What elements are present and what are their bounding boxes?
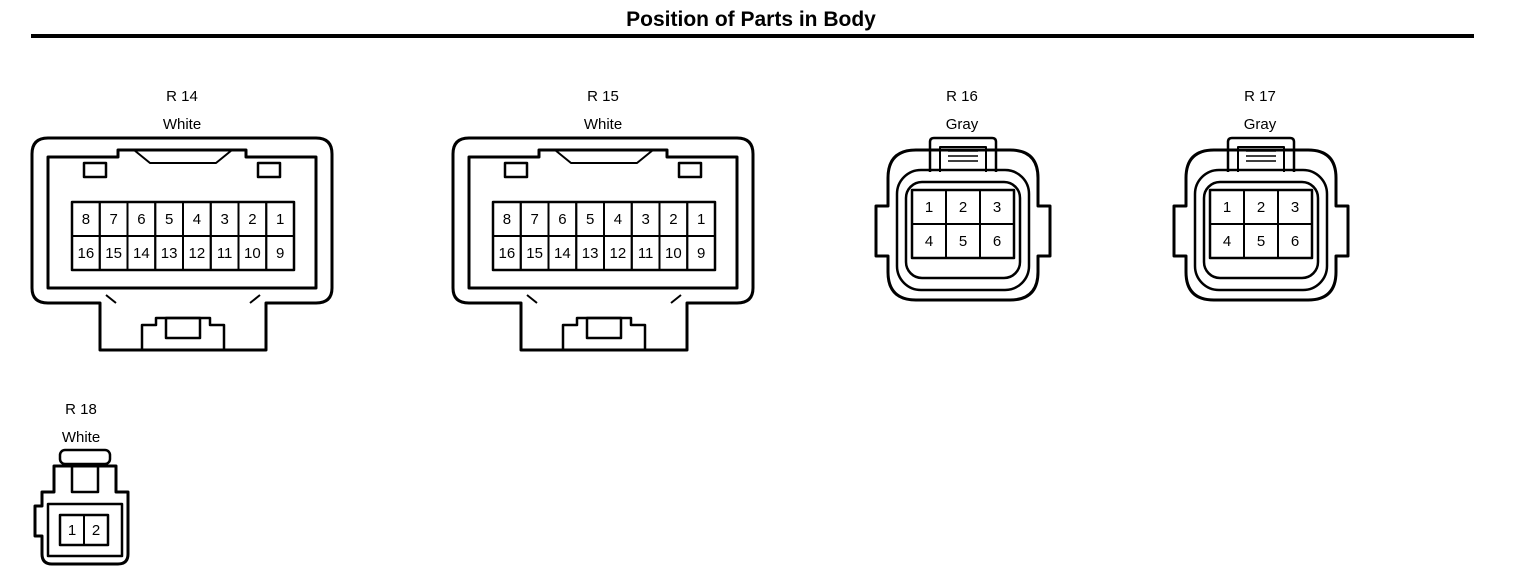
pin-r17-3-label: 3 (1291, 199, 1299, 216)
connector-r15-color: White (583, 116, 623, 133)
pin-r15-16-label: 16 (499, 245, 516, 262)
pin-r15-5-label: 5 (586, 211, 594, 228)
pin-r15-9-label: 9 (697, 245, 705, 262)
pin-r14-1-label: 1 (276, 211, 284, 228)
pin-r16-5-label: 5 (959, 233, 967, 250)
pin-r16-2-label: 2 (959, 199, 967, 216)
pin-r16-4-label: 4 (925, 233, 933, 250)
connector-r14-color: White (162, 116, 202, 133)
page-title: Position of Parts in Body (626, 8, 876, 31)
pin-r14-13-label: 13 (161, 245, 178, 262)
pin-r17-1-label: 1 (1223, 199, 1231, 216)
pin-r14-4-label: 4 (193, 211, 201, 228)
pin-r14-9-cell (265, 235, 295, 271)
connector-r18-id: R 18 (65, 401, 97, 418)
pin-r15-11-label: 11 (638, 245, 654, 262)
pin-r15-7-label: 7 (530, 211, 538, 228)
pin-r14-11-label: 11 (217, 245, 233, 262)
pin-r15-14-label: 14 (554, 245, 571, 262)
connector-r14-id: R 14 (166, 88, 198, 105)
pin-r16-6-cell (979, 223, 1015, 259)
pin-r14-12-label: 12 (189, 245, 206, 262)
connector-r16-housing (874, 136, 1052, 302)
connector-r16-color: Gray (945, 116, 979, 133)
pin-r17-6-label: 6 (1291, 233, 1299, 250)
pin-r14-15-label: 15 (105, 245, 122, 262)
connector-r15-id: R 15 (587, 88, 619, 105)
pin-r15-3-label: 3 (641, 211, 649, 228)
connector-r17-housing (1172, 136, 1350, 302)
pin-r18-2-label: 2 (92, 522, 100, 539)
pin-r15-6-label: 6 (558, 211, 566, 228)
pin-r14-5-label: 5 (165, 211, 173, 228)
pin-r14-10-label: 10 (244, 245, 261, 262)
pin-r16-1-label: 1 (925, 199, 933, 216)
pin-r14-8-label: 8 (82, 211, 90, 228)
pin-r15-8-label: 8 (503, 211, 511, 228)
pin-r15-2-label: 2 (669, 211, 677, 228)
connector-r18-color: White (61, 429, 101, 446)
pin-r15-15-label: 15 (526, 245, 543, 262)
pin-r14-9-label: 9 (276, 245, 284, 262)
pin-r14-6-label: 6 (137, 211, 145, 228)
pin-r17-4-label: 4 (1223, 233, 1231, 250)
pin-r17-6-cell (1277, 223, 1313, 259)
pin-r18-2-cell (83, 514, 109, 546)
pin-r18-1-label: 1 (68, 522, 76, 539)
pin-r17-2-label: 2 (1257, 199, 1265, 216)
connector-r17-color: Gray (1243, 116, 1277, 133)
connector-r16-id: R 16 (946, 88, 978, 105)
pin-r15-9-cell (686, 235, 716, 271)
pin-r15-4-label: 4 (614, 211, 622, 228)
pin-r14-14-label: 14 (133, 245, 150, 262)
connector-r17-id: R 17 (1244, 88, 1276, 105)
pin-r15-10-label: 10 (665, 245, 682, 262)
pin-r15-12-label: 12 (610, 245, 627, 262)
pin-r14-7-label: 7 (109, 211, 117, 228)
pin-r15-1-label: 1 (697, 211, 705, 228)
title-underline (31, 34, 1474, 38)
pin-r14-2-label: 2 (248, 211, 256, 228)
pin-r14-3-label: 3 (220, 211, 228, 228)
pin-r14-16-label: 16 (78, 245, 95, 262)
pin-r16-3-label: 3 (993, 199, 1001, 216)
pin-r15-13-label: 13 (582, 245, 599, 262)
connector-r18-housing (33, 448, 130, 566)
pin-r17-5-label: 5 (1257, 233, 1265, 250)
pin-r16-6-label: 6 (993, 233, 1001, 250)
